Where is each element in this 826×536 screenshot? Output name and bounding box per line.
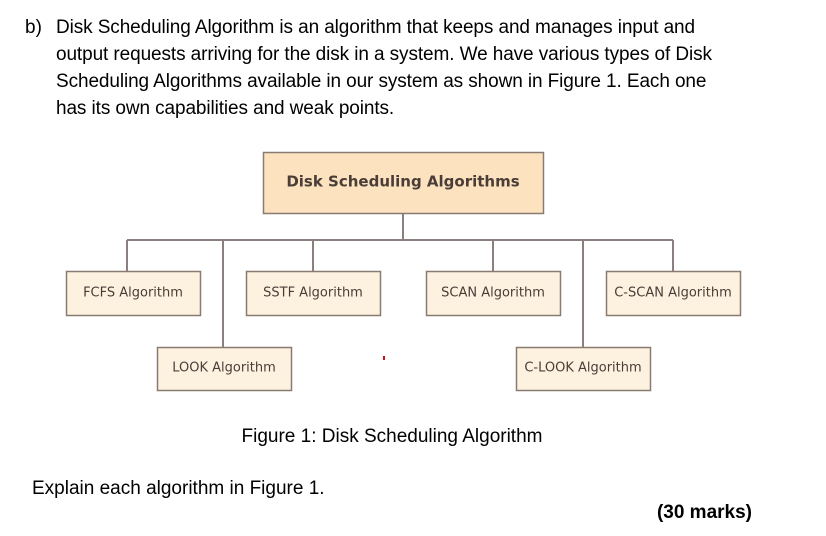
node-clook: C-LOOK Algorithm — [515, 346, 652, 392]
question-line: has its own capabilities and weak points… — [56, 98, 395, 119]
figure-caption: Figure 1: Disk Scheduling Algorithm — [241, 426, 543, 447]
question-line: Scheduling Algorithms available in our s… — [56, 71, 707, 92]
question-line: output requests arriving for the disk in… — [56, 44, 712, 65]
node-look: LOOK Algorithm — [156, 346, 293, 392]
node-fcfs: FCFS Algorithm — [65, 270, 202, 317]
node-look-label: LOOK Algorithm — [172, 361, 276, 376]
node-cscan-label: C-SCAN Algorithm — [614, 286, 732, 301]
marks-label: (30 marks) — [656, 502, 752, 523]
node-fcfs-label: FCFS Algorithm — [83, 286, 183, 301]
node-cscan: C-SCAN Algorithm — [605, 270, 742, 317]
node-root-label: Disk Scheduling Algorithms — [286, 173, 519, 191]
red-mark — [383, 356, 385, 360]
question-paragraph: Disk Scheduling Algorithm is an algorith… — [56, 14, 776, 122]
node-scan-label: SCAN Algorithm — [441, 286, 545, 301]
node-sstf-label: SSTF Algorithm — [263, 286, 363, 301]
question-line: Disk Scheduling Algorithm is an algorith… — [56, 17, 695, 38]
node-clook-label: C-LOOK Algorithm — [524, 361, 641, 376]
node-sstf: SSTF Algorithm — [245, 270, 382, 317]
question-label: b) — [25, 17, 42, 38]
node-root: Disk Scheduling Algorithms — [262, 151, 545, 215]
node-scan: SCAN Algorithm — [425, 270, 562, 317]
instruction-text: Explain each algorithm in Figure 1. — [32, 478, 325, 499]
